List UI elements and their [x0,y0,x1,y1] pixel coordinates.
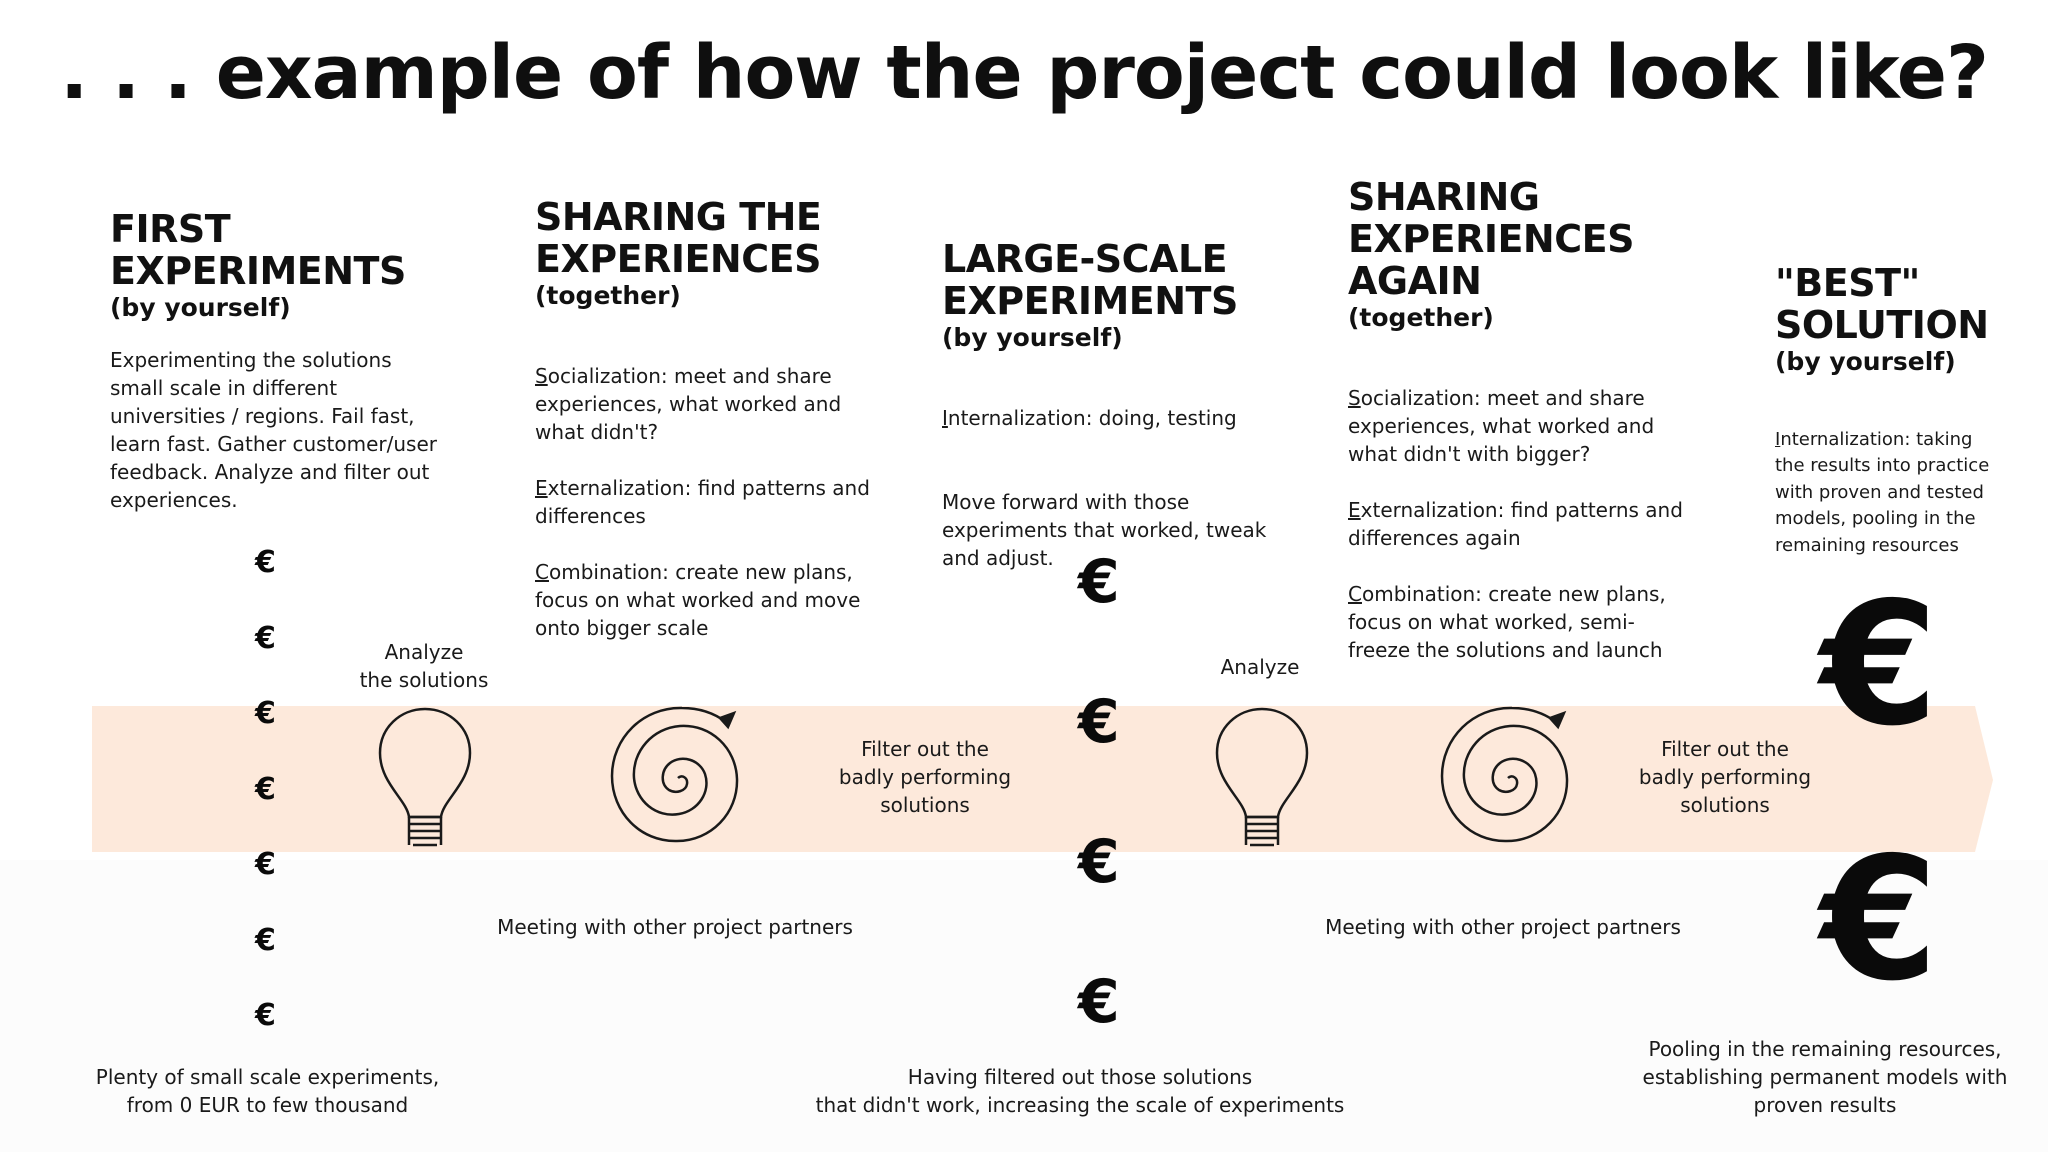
page-title: . . . example of how the project could l… [60,30,1989,116]
phase-large-scale-experiments: LARGE-SCALE EXPERIMENTS (by yourself) In… [942,238,1282,600]
euro-icon: € [255,922,276,958]
phase-subtitle: (together) [535,281,681,310]
bottom-caption-first: Plenty of small scale experiments, from … [95,1065,440,1117]
bottom-caption-large-scale: Having filtered out those solutions that… [815,1065,1345,1117]
phase-sharing-again: SHARING EXPERIENCES AGAIN (together) Soc… [1348,176,1688,692]
phase-title: LARGE-SCALE EXPERIMENTS [942,237,1238,323]
analyze-caption: Analyze [1220,655,1300,679]
euro-icon: € [1078,547,1120,617]
euro-icon: € [1078,967,1120,1037]
internalization-line: Internalization: doing, testing [942,406,1237,430]
euro-icon: € [255,771,276,807]
socialization-line: Socialization: meet and share experience… [535,364,842,444]
externalization-line: Externalization: find patterns and diffe… [1348,498,1683,550]
euro-icon: € [255,545,276,580]
filter-caption: Filter out the badly performing solution… [838,737,1012,817]
combination-line: Combination: create new plans, focus on … [1348,582,1666,662]
phase-description: Socialization: meet and share experience… [1348,356,1688,692]
analyze-caption: Analyze the solutions [359,640,489,692]
meeting-caption: Meeting with other project partners [497,915,853,939]
phase-description: Internalization: doing, testing Move for… [942,376,1282,600]
phase-description: Internalization: taking the results into… [1775,400,2015,586]
euro-icon: € [255,998,276,1033]
phase-body: Move forward with those experiments that… [942,490,1267,570]
euro-icon: € [1078,827,1120,897]
phase-subtitle: (by yourself) [110,293,291,322]
phase-subtitle: (by yourself) [1775,347,1956,376]
filter-caption: Filter out the badly performing solution… [1638,737,1812,817]
socialization-line: Socialization: meet and share experience… [1348,386,1655,466]
euro-icon: € [1078,687,1120,757]
phase-title: FIRST EXPERIMENTS [110,207,406,293]
phase-title: SHARING EXPERIENCES AGAIN [1348,175,1634,303]
phase-title: SHARING THE EXPERIENCES [535,195,822,281]
phase-description: Socialization: meet and share experience… [535,334,875,670]
bottom-band [0,860,2048,1152]
phase-description: Experimenting the solutions small scale … [110,348,437,512]
bottom-caption-best: Pooling in the remaining resources, esta… [1642,1037,2008,1117]
externalization-line: Externalization: find patterns and diffe… [535,476,870,528]
lightbulb-icon [1215,707,1309,847]
arrow-shape [92,706,1993,852]
euro-icon: € [1820,821,1938,1019]
euro-icon: € [255,847,276,882]
euro-icon: € [255,696,276,731]
phase-subtitle: (together) [1348,303,1494,332]
phase-subtitle: (by yourself) [942,323,1123,352]
phase-first-experiments: FIRST EXPERIMENTS (by yourself) Experime… [110,208,440,514]
phase-title: "BEST" SOLUTION [1775,261,1989,347]
meeting-caption: Meeting with other project partners [1325,915,1681,939]
euro-icon: € [1820,566,1938,764]
combination-line: Combination: create new plans, focus on … [535,560,861,640]
spiral-icon [610,706,739,843]
lightbulb-icon [378,707,472,847]
phase-best-solution: "BEST" SOLUTION (by yourself) Internaliz… [1775,262,2015,586]
euro-icon: € [255,620,276,656]
spiral-icon [1440,706,1569,843]
internalization-line: Internalization: taking the results into… [1775,428,1990,556]
phase-sharing-experiences: SHARING THE EXPERIENCES (together) Socia… [535,196,875,670]
